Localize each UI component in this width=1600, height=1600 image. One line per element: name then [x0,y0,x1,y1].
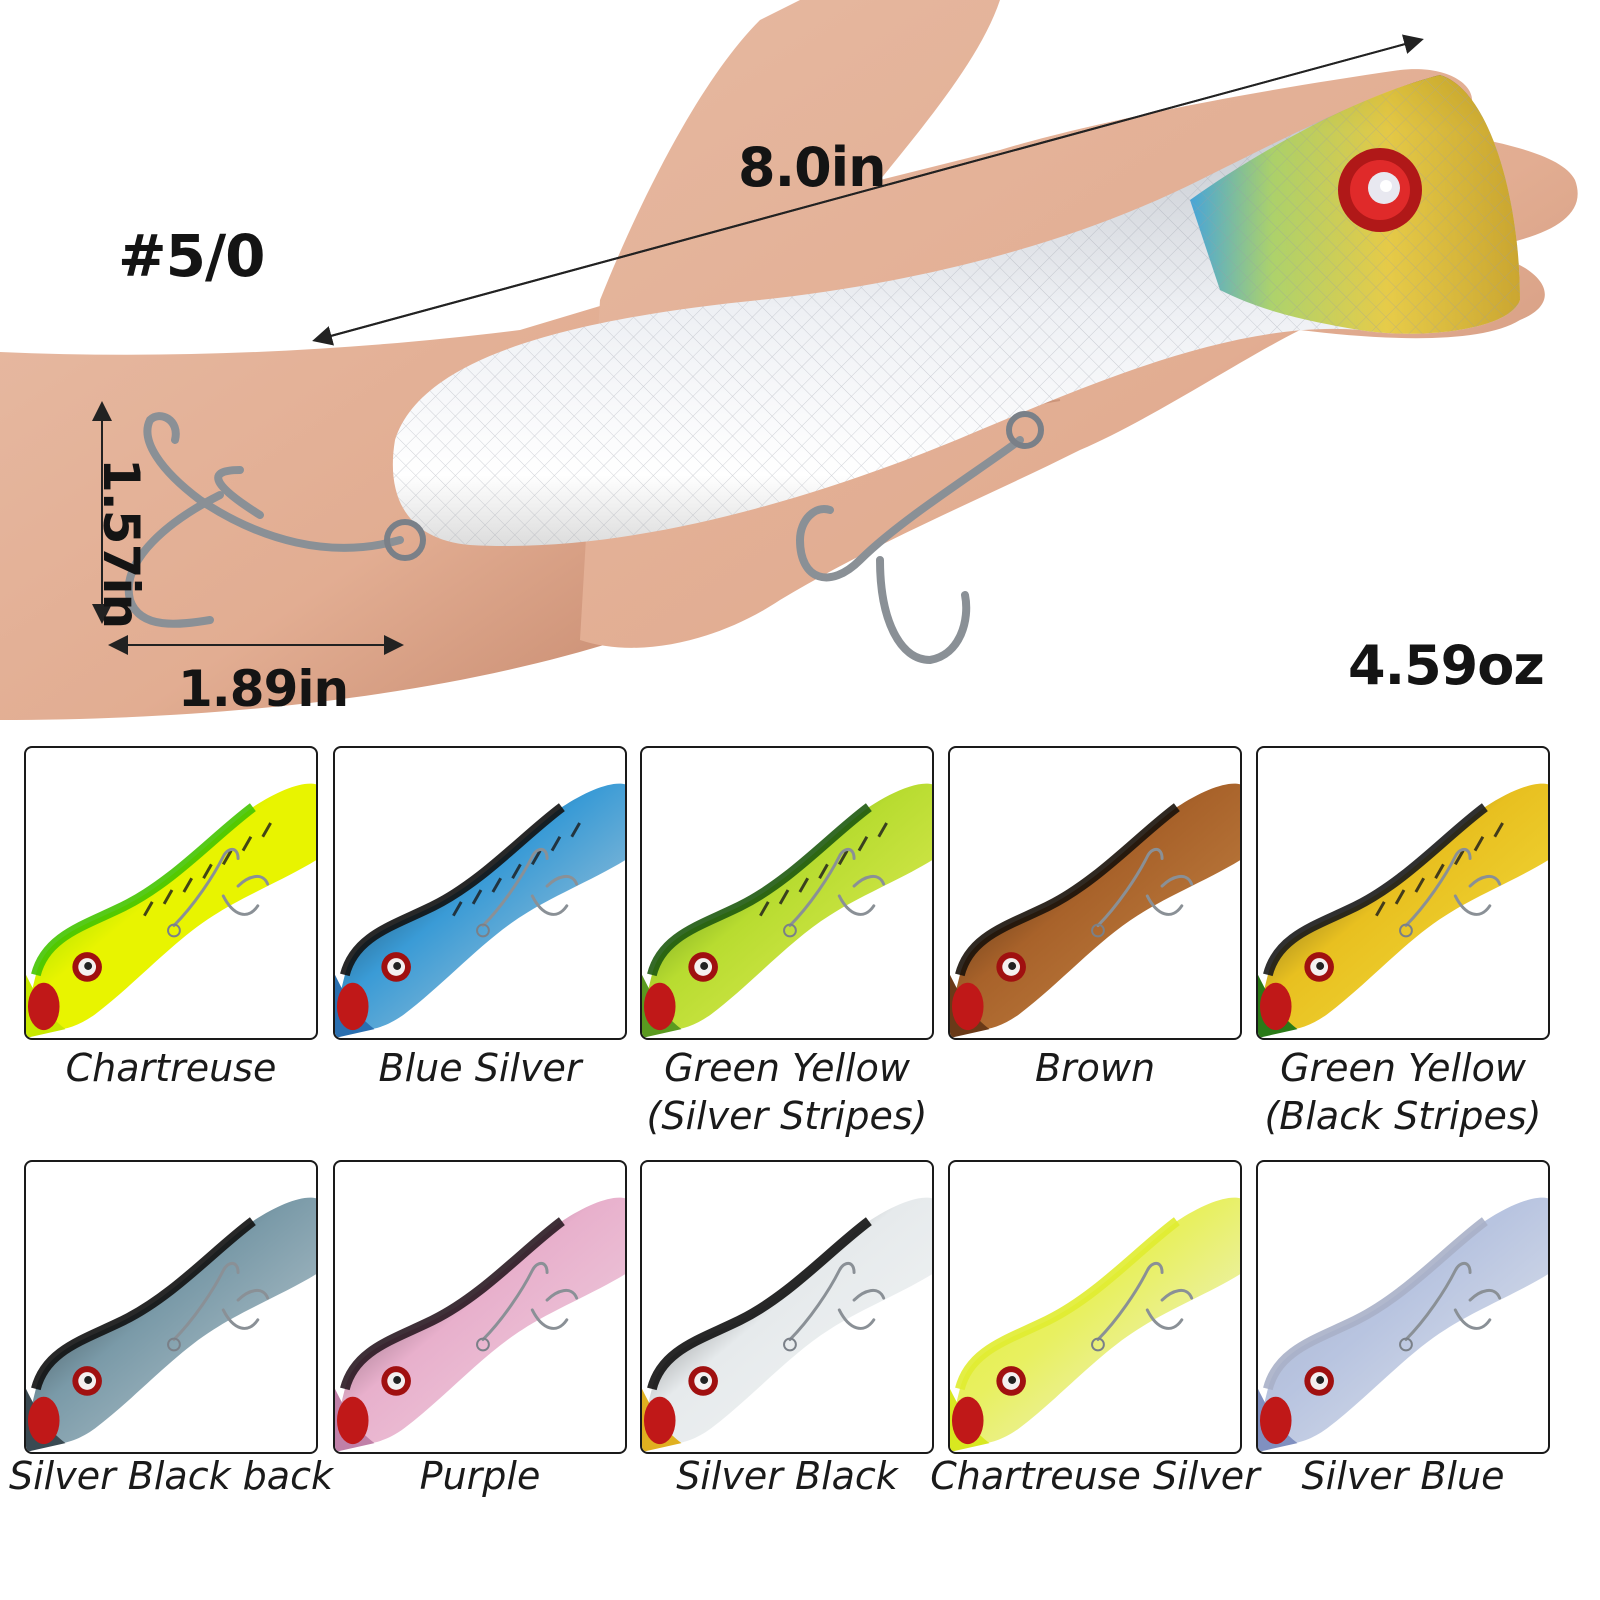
variant-name-line1: Brown [1034,1046,1156,1090]
variant-tile[interactable] [1256,1160,1550,1454]
variant-name: Purple [315,1452,645,1500]
variant-name-line1: Green Yellow [1280,1046,1526,1090]
variant-name: Silver Black back [6,1452,336,1500]
hero-image: #5/0 8.0in 1.57in 1.89in 4.59oz [0,0,1600,760]
variant-name-line1: Chartreuse [65,1046,277,1090]
variant-name: Green Yellow(Silver Stripes) [622,1044,952,1140]
variant-name-line1: Silver Black back [8,1454,333,1498]
hook-size-label: #5/0 [118,222,265,290]
variant-tile[interactable] [948,1160,1242,1454]
weight-label: 4.59oz [1348,634,1545,697]
variant-tile[interactable] [640,746,934,1040]
length-label: 8.0in [738,136,887,199]
variant-name-line1: Silver Black [676,1454,898,1498]
lure-thumbnail [26,1197,316,1452]
variant-name: Silver Black [622,1452,952,1500]
lure-thumbnail [642,1197,932,1452]
lure-thumbnail [1258,1197,1548,1452]
variant-tile[interactable] [24,746,318,1040]
height-label: 1.57in [92,458,150,629]
width-label: 1.89in [178,660,349,718]
variant-name: Chartreuse [6,1044,336,1092]
variant-name: Blue Silver [315,1044,645,1092]
lure-thumbnail [1258,783,1548,1038]
lure-thumbnail [642,783,932,1038]
variant-name: Chartreuse Silver [930,1452,1260,1500]
variant-name-line1: Chartreuse Silver [930,1454,1260,1498]
variant-tile[interactable] [333,1160,627,1454]
variant-name-line1: Purple [419,1454,541,1498]
lure-thumbnail [335,783,625,1038]
variant-name-line2: (Black Stripes) [1264,1094,1542,1138]
variant-tile[interactable] [1256,746,1550,1040]
variant-name-line1: Blue Silver [378,1046,582,1090]
variant-tile[interactable] [24,1160,318,1454]
variant-name-line1: Green Yellow [664,1046,910,1090]
hand-holding-lure-photo [0,0,1578,720]
lure-thumbnail [335,1197,625,1452]
variant-name-line1: Silver Blue [1301,1454,1505,1498]
lure-thumbnail [950,1197,1240,1452]
variant-tile[interactable] [948,746,1242,1040]
variant-name-line2: (Silver Stripes) [646,1094,928,1138]
variant-name: Silver Blue [1238,1452,1568,1500]
lure-thumbnail [26,783,316,1038]
variant-tile[interactable] [640,1160,934,1454]
lure-thumbnail [950,783,1240,1038]
variant-name: Brown [930,1044,1260,1092]
variant-tile[interactable] [333,746,627,1040]
variant-name: Green Yellow(Black Stripes) [1238,1044,1568,1140]
